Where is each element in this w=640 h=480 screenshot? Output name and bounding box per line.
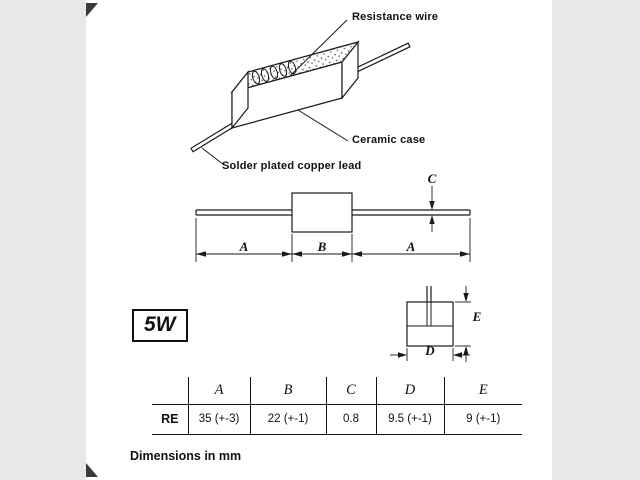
dim-e-graphics [455,286,471,362]
resistance-wire-label: Resistance wire [352,11,439,23]
power-rating-badge: 5W [132,309,188,342]
table-value-a: 35 (+-3) [187,404,250,435]
table-value-e: 9 (+-1) [443,404,522,435]
table-header-row: A B C D E [152,377,522,405]
table-header-b: B [249,377,326,405]
ceramic-case-label: Ceramic case [352,134,426,146]
power-rating-text: 5W [144,313,176,336]
table-value-b: 22 (+-1) [249,404,326,435]
dim-d-label: D [425,343,435,358]
end-body [406,301,454,347]
ceramic-case-leader [297,109,349,142]
dim-b-label: B [317,239,327,254]
dim-c-label: C [427,171,437,186]
left-gray-band [0,0,86,480]
side-body [291,192,353,233]
case-cut-face [231,70,249,130]
resistor-end-view [406,286,454,347]
callout-leaders [201,19,349,166]
table-row: RE 35 (+-3) 22 (+-1) 0.8 9.5 (+-1) 9 (+-… [152,404,522,435]
corner-mark-top [86,3,98,17]
dimensions-table: A B C D E RE 35 (+-3) 22 (+-1) 0.8 9.5 (… [152,377,522,435]
dim-a-left-label: A [239,239,249,254]
resistor-3d-view [190,19,411,166]
resistance-wire-leader [288,19,348,78]
resistance-wire-coil [251,60,297,85]
dim-a-right-label: A [406,239,416,254]
dim-d-graphics [390,348,470,361]
table-row-label: RE [152,404,188,435]
solder-lead-leader [201,147,225,166]
table-header-c: C [325,377,376,405]
right-gray-band [552,0,640,480]
resistor-side-view [195,192,471,233]
table-corner-cell [152,377,188,405]
solder-lead-label: Solder plated copper lead [222,160,362,172]
dimensions-unit-note: Dimensions in mm [130,449,242,463]
corner-mark-bottom [86,463,98,477]
dim-c-graphics [429,186,435,232]
corner-marks [86,3,98,477]
dimension-arrowheads [196,251,470,257]
table-header-d: D [375,377,444,405]
dimension-extension-lines [195,218,471,262]
dim-e-label: E [472,309,482,324]
table-header-e: E [443,377,522,405]
table-value-c: 0.8 [325,404,376,435]
table-header-a: A [187,377,250,405]
table-value-d: 9.5 (+-1) [375,404,444,435]
